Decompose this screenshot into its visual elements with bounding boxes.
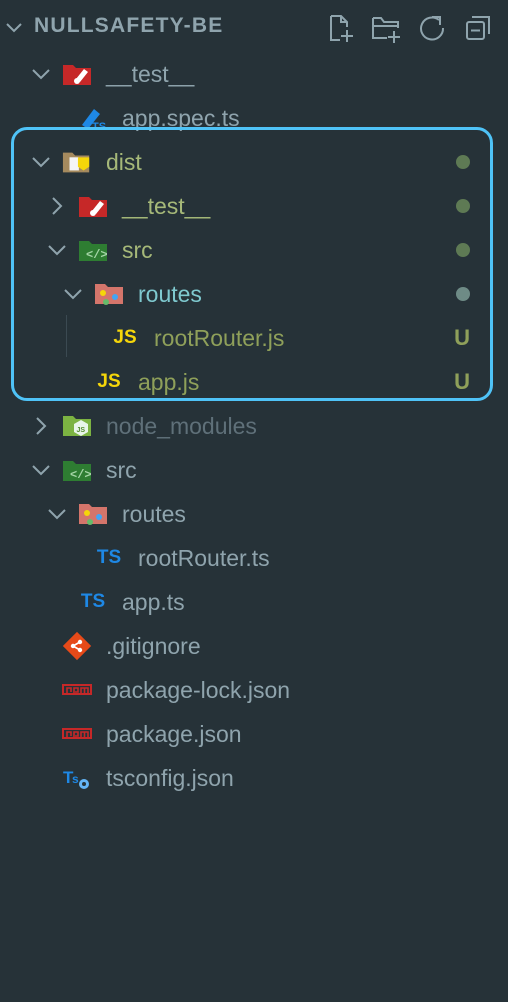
chevron-right-icon [36, 417, 47, 435]
tree-file-rootrouter-ts[interactable]: TS rootRouter.ts [0, 536, 508, 580]
collapse-all-icon [466, 16, 490, 40]
src-folder-icon: </> [78, 235, 108, 265]
js-file-icon: JS [97, 371, 121, 392]
tree-file-package-lock-json[interactable]: package-lock.json [0, 668, 508, 712]
untracked-badge: U [454, 325, 470, 350]
project-title[interactable]: NULLSAFETY-BE [34, 14, 224, 37]
tree-file-tsconfig-json[interactable]: T s tsconfig.json [0, 756, 508, 800]
chevron-down-icon [32, 69, 50, 80]
tree-item-label: routes [122, 501, 186, 527]
tree-file-package-json[interactable]: package.json [0, 712, 508, 756]
tree-item-label: __test__ [106, 61, 195, 87]
svg-text:s: s [72, 772, 79, 786]
dist-folder-icon [62, 147, 92, 177]
routes-folder-icon [78, 499, 108, 529]
src-folder-icon: </> [62, 455, 92, 485]
npm-icon [62, 719, 92, 749]
npm-icon [62, 675, 92, 705]
tree-item-label: src [122, 237, 153, 263]
chevron-down-icon [32, 157, 50, 168]
tree-file-app-ts[interactable]: TS app.ts [0, 580, 508, 624]
tree-item-label: app.js [138, 369, 200, 395]
chevron-down-icon [48, 245, 66, 256]
tree-folder-test[interactable]: __test__ [0, 52, 508, 96]
test-folder-icon [62, 59, 92, 89]
chevron-down-icon[interactable] [4, 18, 24, 38]
svg-text:TS: TS [92, 121, 106, 133]
explorer-header: NULLSAFETY-BE [0, 0, 508, 56]
tree-folder-dist[interactable]: dist [0, 140, 508, 184]
collapse-all-button[interactable] [462, 12, 494, 44]
tree-item-label: routes [138, 281, 202, 307]
svg-text:JS: JS [77, 427, 86, 434]
modified-dot [456, 155, 470, 169]
chevron-down-icon [32, 465, 50, 476]
test-folder-icon [78, 191, 108, 221]
tree-item-label: rootRouter.js [154, 325, 285, 351]
ts-file-icon: TS [80, 591, 106, 612]
new-file-button[interactable] [324, 12, 356, 44]
node-modules-folder-icon: JS [62, 411, 92, 441]
tree-item-label: node_modules [106, 413, 257, 439]
tree-item-label: tsconfig.json [106, 765, 234, 791]
new-file-icon [330, 15, 353, 42]
new-folder-icon [372, 17, 400, 43]
indent-guide [66, 315, 67, 357]
tree-folder-node-modules[interactable]: JS node_modules [0, 404, 508, 448]
ts-file-icon: TS [96, 547, 122, 568]
tree-item-label: app.spec.ts [122, 105, 240, 131]
tree-item-label: app.ts [122, 589, 185, 615]
tree-file-rootrouter-js[interactable]: JS rootRouter.js U [0, 316, 508, 360]
modified-dot [456, 287, 470, 301]
tree-item-label: src [106, 457, 137, 483]
modified-dot [456, 243, 470, 257]
modified-dot [456, 199, 470, 213]
new-folder-button[interactable] [370, 12, 402, 44]
untracked-badge: U [454, 369, 470, 394]
git-icon [62, 631, 92, 661]
tsconfig-icon: T s [62, 763, 92, 793]
tree-folder-dist-src[interactable]: </> src [0, 228, 508, 272]
tree-file-app-spec-ts[interactable]: TS app.spec.ts [0, 96, 508, 140]
routes-folder-icon [94, 279, 124, 309]
chevron-down-icon [48, 509, 66, 520]
tree-folder-src[interactable]: </> src [0, 448, 508, 492]
tree-folder-dist-test[interactable]: __test__ [0, 184, 508, 228]
tree-file-gitignore[interactable]: .gitignore [0, 624, 508, 668]
explorer-actions [324, 12, 494, 44]
tree-item-label: package-lock.json [106, 677, 291, 703]
tree-folder-dist-routes[interactable]: routes [0, 272, 508, 316]
file-tree: __test__ TS app.spec.ts dist [0, 52, 508, 800]
chevron-right-icon [52, 197, 63, 215]
svg-text:T: T [63, 768, 74, 787]
tree-item-label: rootRouter.ts [138, 545, 270, 571]
tree-item-label: package.json [106, 721, 242, 747]
tree-item-label: __test__ [122, 193, 211, 219]
tree-folder-routes[interactable]: routes [0, 492, 508, 536]
tree-file-app-js[interactable]: JS app.js U [0, 360, 508, 404]
svg-text:</>: </> [70, 468, 92, 482]
js-file-icon: JS [113, 327, 137, 348]
svg-text:</>: </> [86, 248, 108, 262]
chevron-down-icon [64, 289, 82, 300]
refresh-icon [420, 16, 445, 41]
tree-item-label: .gitignore [106, 633, 201, 659]
tree-item-label: dist [106, 149, 142, 175]
refresh-button[interactable] [416, 12, 448, 44]
test-ts-icon: TS [78, 103, 108, 133]
